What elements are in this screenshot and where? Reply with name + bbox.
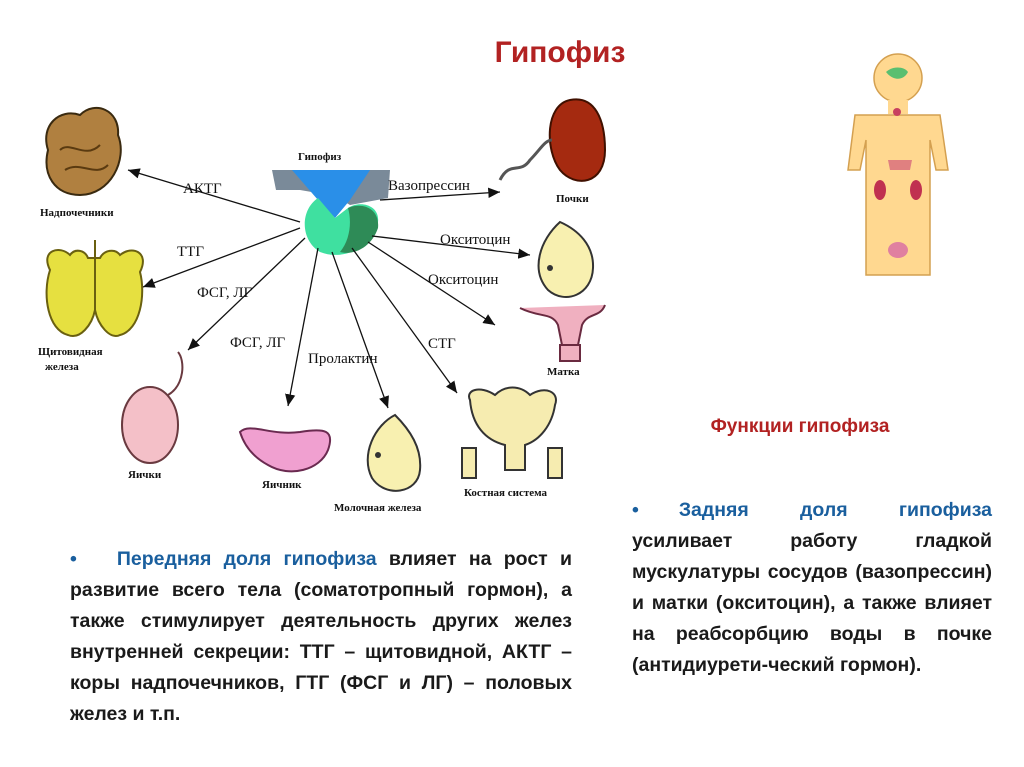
uterus-icon <box>519 304 606 362</box>
hormone-label-oxytocin-1: Окситоцин <box>440 232 510 248</box>
testis-icon <box>121 351 184 464</box>
organ-label-mammary: Молочная железа <box>334 502 422 514</box>
hormone-label-prolactin: Пролактин <box>308 351 377 367</box>
posterior-lobe-highlight: Задняя доля гипофиза <box>678 499 992 521</box>
organ-label-ovary: Яичник <box>262 479 302 491</box>
human-body-icon <box>847 53 949 276</box>
functions-subtitle: Функции гипофиза <box>710 416 890 437</box>
organ-label-thyroid-1: Щитовидная <box>38 346 103 358</box>
hormone-label-oxytocin-2: Окситоцин <box>428 272 498 288</box>
organ-label-uterus: Матка <box>547 366 580 378</box>
anterior-lobe-highlight: Передняя доля гипофиза <box>116 548 377 570</box>
hormone-arrows <box>127 168 531 409</box>
organ-label-bones: Костная система <box>464 487 548 499</box>
organ-label-thyroid-2: железа <box>45 361 79 373</box>
page-title: Гипофиз <box>494 36 626 69</box>
pelvis-bone-icon <box>461 386 563 479</box>
mammary-gland-icon <box>366 413 422 492</box>
anterior-lobe-paragraph: • Передняя доля гипофиза влияет на рост и… <box>70 544 572 730</box>
anterior-lobe-text: влияет на рост и развитие всего тела (со… <box>70 548 572 725</box>
hormone-label-actg: АКТГ <box>183 181 222 197</box>
hormone-label-vasopressin: Вазопрессин <box>388 178 470 194</box>
hormone-label-fsg-lg-2: ФСГ, ЛГ <box>230 335 286 351</box>
pituitary-label: Гипофиз <box>298 151 342 163</box>
hormone-label-stg: СТГ <box>428 336 456 352</box>
hormone-label-ttg: ТТГ <box>177 244 204 260</box>
organ-label-kidneys: Почки <box>556 193 589 205</box>
pituitary-diagram: Гипофиз АКТГ ТТГ ФСГ, ЛГ ФСГ, ЛГ Пролакт… <box>38 53 949 514</box>
mammary-gland-icon-right <box>537 220 595 298</box>
organ-label-adrenals: Надпочечники <box>40 207 114 219</box>
hormone-label-fsg-lg-1: ФСГ, ЛГ <box>197 285 253 301</box>
posterior-lobe-paragraph: • Задняя доля гипофиза усиливает работу г… <box>632 495 992 681</box>
organ-label-testes: Яички <box>128 469 162 481</box>
ovary-icon <box>238 427 332 473</box>
thyroid-gland-icon <box>45 240 144 337</box>
bullet: • <box>70 548 77 570</box>
bullet: • <box>632 499 639 521</box>
adrenal-gland-icon <box>45 106 122 197</box>
kidney-icon <box>498 98 607 182</box>
pituitary-gland-icon <box>272 170 390 255</box>
posterior-lobe-text: усиливает работу гладкой мускулатуры сос… <box>632 530 992 676</box>
